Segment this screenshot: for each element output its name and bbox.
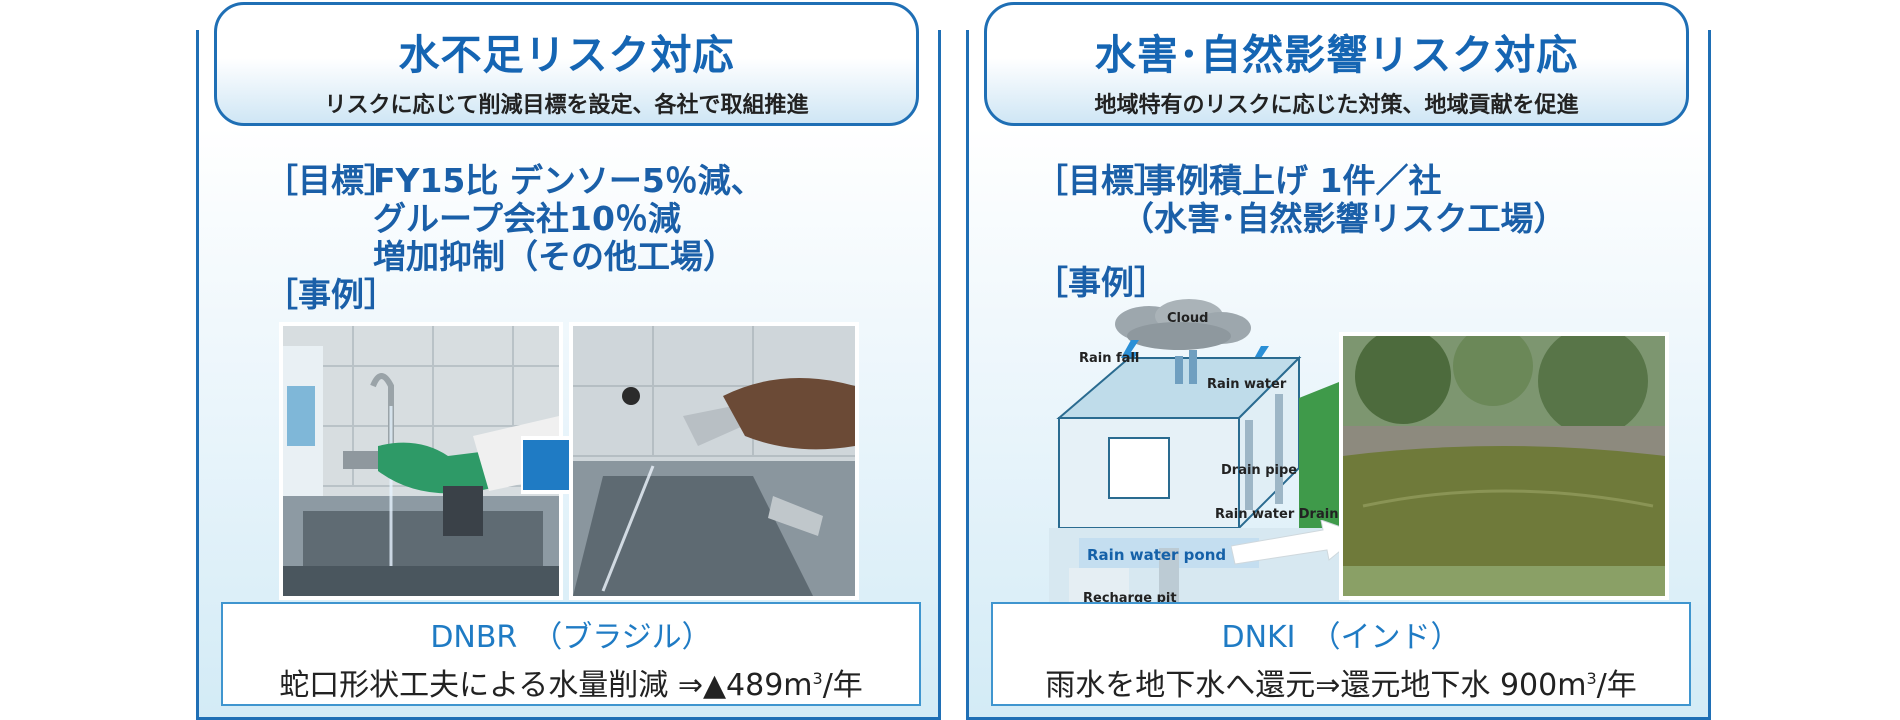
label-rain-fall: Rain fall: [1079, 351, 1139, 366]
caption-text: 雨水を地下水へ還元⇒還元地下水 900m3/年: [993, 660, 1689, 704]
panel-title: 水不足リスク対応: [398, 31, 735, 79]
pond-photo: [1339, 332, 1669, 600]
goal-line: 増加抑制（その他工場）: [373, 237, 736, 276]
goal-tag: ［目標］: [265, 161, 397, 200]
rainwater-harvesting-diagram: Cloud Rain fall Rain water Drain pipe Ra…: [1049, 299, 1349, 608]
caption-text: 蛇口形状工夫による水量削減 ⇒▲489m3/年: [223, 660, 919, 704]
left-caption-box: DNBR （ブラジル） 蛇口形状工夫による水量削減 ⇒▲489m3/年: [221, 602, 921, 706]
goal-line: グループ会社10％減: [373, 199, 681, 238]
goal-lines: FY15比 デンソー5％減、 グループ会社10％減 増加抑制（その他工場）: [373, 162, 764, 276]
goal-lines: 事例積上げ 1件／社 （水害･自然影響リスク工場）: [1121, 161, 1567, 238]
caption-text-main: 蛇口形状工夫による水量削減 ⇒▲489m: [279, 668, 813, 703]
panel-subtitle: 地域特有のリスクに応じた対策、地域貢献を促進: [1094, 93, 1579, 118]
panel-subtitle: リスクに応じて削減目標を設定、各社で取組推進: [324, 93, 809, 118]
caption-company: DNBR （ブラジル）: [430, 620, 712, 655]
caption-superscript: 3: [1586, 669, 1597, 688]
example-tag: ［事例］: [265, 275, 397, 314]
example-tag: ［事例］: [1035, 263, 1167, 302]
caption-text-unit: /年: [822, 668, 863, 703]
right-caption-box: DNKI （インド） 雨水を地下水へ還元⇒還元地下水 900m3/年: [991, 602, 1691, 706]
water-shortage-panel: 水不足リスク対応 リスクに応じて削減目標を設定、各社で取組推進 ［目標］ FY1…: [196, 2, 941, 720]
goal-line: FY15比 デンソー5％減、: [373, 161, 764, 200]
label-drain-pipe: Drain pipe: [1221, 463, 1297, 478]
label-rain-water-pond: Rain water pond: [1087, 546, 1226, 564]
caption-text-unit: /年: [1596, 668, 1637, 703]
cloud-icon: [1115, 299, 1251, 350]
flood-natural-risk-panel: 水害･自然影響リスク対応 地域特有のリスクに応じた対策、地域貢献を促進 ［目標］…: [966, 2, 1711, 720]
caption-superscript: 3: [812, 669, 823, 688]
label-rain-water-drain: Rain water Drain: [1215, 507, 1338, 522]
label-rain-water: Rain water: [1207, 377, 1287, 392]
goal-tag: ［目標］: [1035, 161, 1167, 200]
label-cloud: Cloud: [1167, 311, 1209, 326]
water-shortage-header: 水不足リスク対応 リスクに応じて削減目標を設定、各社で取組推進: [214, 2, 919, 126]
panel-title: 水害･自然影響リスク対応: [1094, 31, 1579, 79]
flood-risk-header: 水害･自然影響リスク対応 地域特有のリスクに応じた対策、地域貢献を促進: [984, 2, 1689, 126]
goal-line: 事例積上げ 1件／社: [1143, 161, 1442, 200]
faucet-photo-after: [569, 322, 859, 600]
caption-text-main: 雨水を地下水へ還元⇒還元地下水 900m: [1045, 668, 1587, 703]
caption-company: DNKI （インド）: [1221, 620, 1461, 655]
goal-line: （水害･自然影響リスク工場）: [1121, 199, 1567, 238]
